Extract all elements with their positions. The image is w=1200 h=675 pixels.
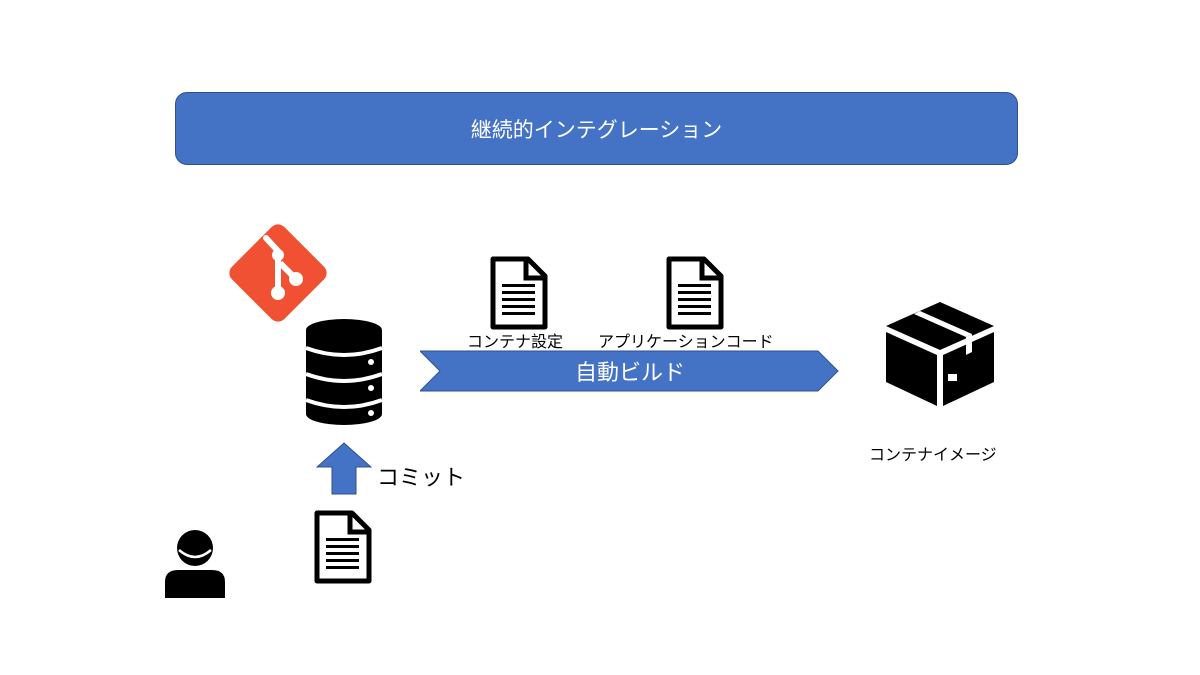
document-icon	[490, 256, 548, 330]
document-icon	[666, 256, 724, 330]
ci-banner: 継続的インテグレーション	[175, 92, 1018, 165]
arrow-up-icon	[316, 442, 372, 495]
chevron-arrow	[420, 350, 839, 392]
git-logo-icon	[229, 224, 327, 322]
document-icon	[314, 510, 372, 584]
person-icon	[165, 530, 225, 598]
container-image-label: コンテナイメージ	[869, 445, 997, 464]
banner-title: 継続的インテグレーション	[470, 117, 723, 142]
commit-label: コミット	[377, 466, 466, 491]
container-config-label: コンテナ設定	[467, 332, 564, 351]
app-code-label: アプリケーションコード	[598, 332, 774, 351]
database-icon	[305, 319, 383, 425]
build-label: 自動ビルド	[574, 361, 685, 386]
box-icon	[886, 302, 994, 406]
